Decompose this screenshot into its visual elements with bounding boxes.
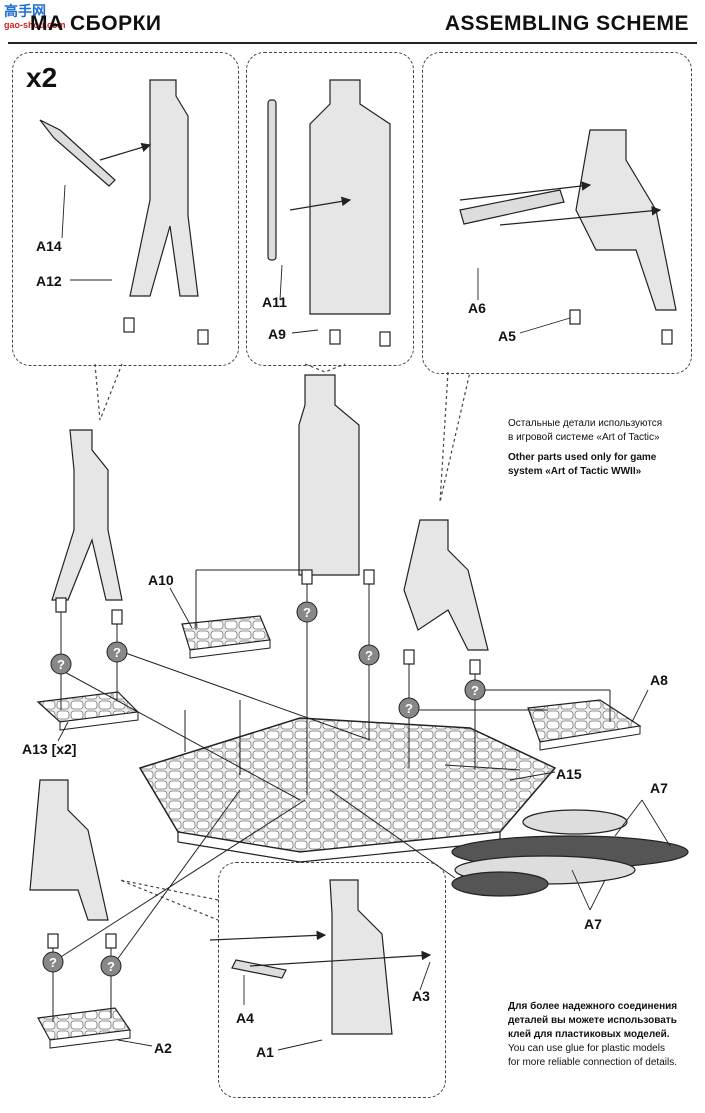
base-a8 — [527, 699, 642, 751]
label-a1: A1 — [256, 1044, 274, 1060]
label-leaders — [57, 184, 671, 1051]
svg-text:?: ? — [405, 701, 413, 716]
label-a9: A9 — [268, 326, 286, 342]
base-a10 — [181, 615, 271, 659]
marker-glyphs: ? ? ? ? ? ? ? ? — [49, 605, 479, 974]
svg-text:?: ? — [365, 648, 373, 663]
attach-markers — [42, 601, 486, 977]
title-russian: МА СБОРКИ — [30, 12, 162, 35]
label-a8: A8 — [650, 672, 668, 688]
label-a11: A11 — [262, 294, 287, 310]
label-a10: A10 — [148, 572, 174, 588]
label-a14: A14 — [36, 238, 62, 254]
label-a4: A4 — [236, 1010, 254, 1026]
label-a15: A15 — [556, 766, 582, 782]
label-a13: A13 [x2] — [22, 741, 77, 757]
glue-note: Для более надежного соединения деталей в… — [508, 1001, 678, 1068]
svg-text:?: ? — [303, 605, 311, 620]
parts — [39, 99, 565, 979]
svg-text:?: ? — [113, 645, 121, 660]
label-a3: A3 — [412, 988, 430, 1004]
game-parts-note: Остальные детали используются в игровой … — [508, 418, 663, 477]
header: 高手网 gao-shou.com МА СБОРКИ ASSEMBLING SC… — [0, 0, 705, 44]
figures — [29, 79, 677, 1035]
title-english: ASSEMBLING SCHEME — [444, 12, 689, 35]
label-a5: A5 — [498, 328, 516, 344]
svg-text:?: ? — [57, 657, 65, 672]
label-a2: A2 — [154, 1040, 172, 1056]
base-a15 — [138, 717, 557, 853]
svg-text:?: ? — [471, 683, 479, 698]
arrows — [99, 142, 662, 967]
label-a12: A12 — [36, 273, 62, 289]
label-a7-top: A7 — [650, 780, 668, 796]
svg-text:?: ? — [49, 955, 57, 970]
svg-text:?: ? — [107, 959, 115, 974]
pegs — [47, 309, 673, 949]
label-a7-bottom: A7 — [584, 916, 602, 932]
watermark-logo: 高手网 gao-shou.com — [4, 3, 66, 30]
callout-tails — [94, 363, 471, 921]
detail-panel-grenadier — [12, 52, 239, 366]
base-a2 — [37, 1007, 132, 1049]
sandbags-a7 — [451, 809, 689, 897]
label-a6: A6 — [468, 300, 486, 316]
base-a13 — [36, 691, 140, 731]
header-divider — [8, 42, 697, 44]
multiplier-badge: x2 — [26, 62, 58, 93]
